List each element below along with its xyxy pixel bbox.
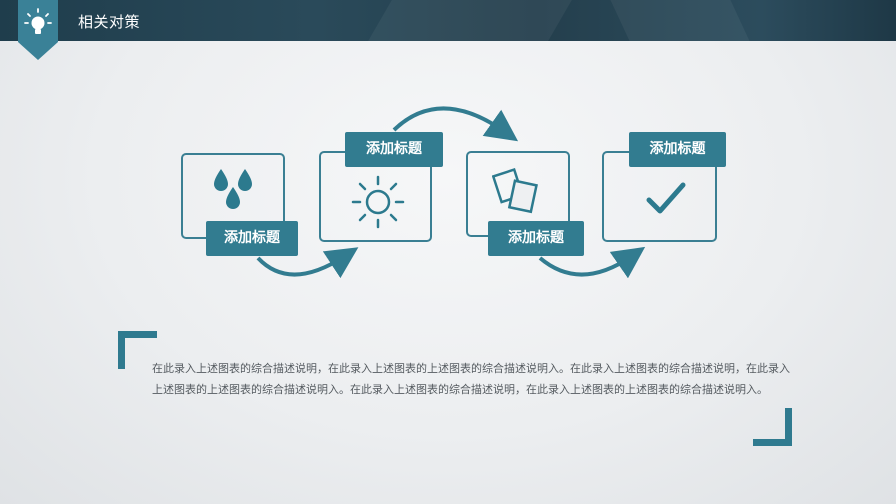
step-label-2: 添加标题 [345, 132, 443, 167]
description-text: 在此录入上述图表的综合描述说明，在此录入上述图表的上述图表的综合描述说明入。在此… [152, 362, 790, 396]
step-label-4: 添加标题 [629, 132, 726, 167]
step-label-1: 添加标题 [206, 221, 298, 256]
water-drops-icon [214, 169, 252, 209]
bracket-bottom-right [785, 408, 792, 446]
header-bar [0, 0, 896, 41]
bracket-top-left [118, 331, 125, 369]
step-label-3: 添加标题 [488, 221, 584, 256]
bracket-bottom-right [753, 439, 792, 446]
documents-icon [492, 168, 538, 214]
sun-icon [351, 175, 405, 229]
lightbulb-icon [24, 8, 52, 34]
bracket-top-left [118, 331, 157, 338]
checkmark-icon [646, 182, 686, 214]
page-title: 相关对策 [78, 13, 141, 31]
